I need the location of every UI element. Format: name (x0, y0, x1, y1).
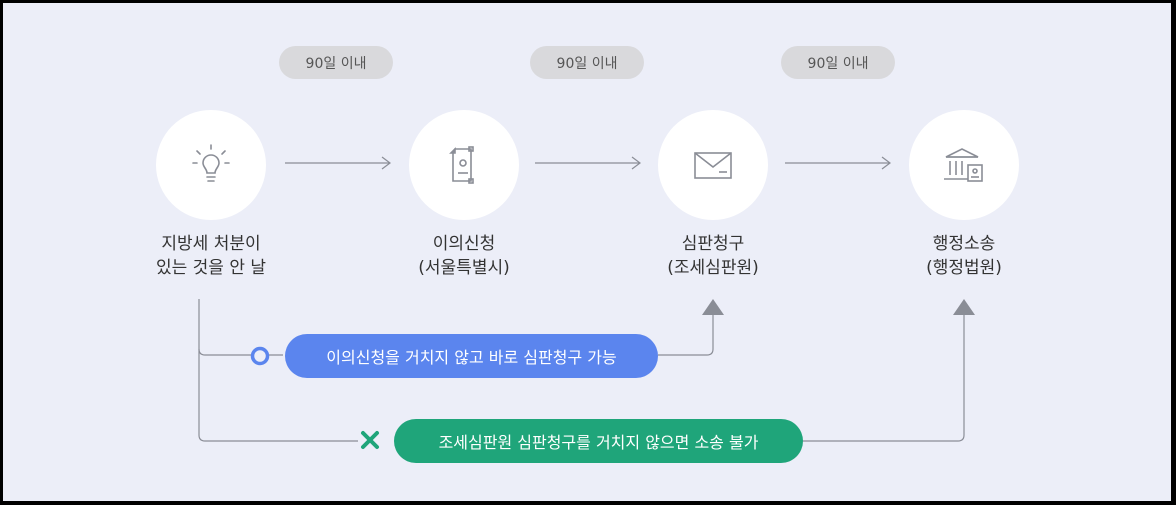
step-label: 이의신청 (서울특별시) (418, 234, 510, 278)
step-arrow (285, 156, 391, 170)
denied-x-icon (361, 431, 379, 449)
lightbulb-icon (192, 144, 230, 182)
envelope-icon (694, 152, 732, 179)
courthouse-icon (944, 148, 983, 182)
period-badge: 90일 이내 (530, 46, 644, 79)
period-badge: 90일 이내 (279, 46, 393, 79)
denied-path-arrowhead (953, 299, 975, 315)
denied-path-line (198, 313, 965, 442)
allowed-circle-icon (250, 346, 270, 366)
step-node-tribunal (658, 110, 768, 220)
connector-lines (198, 156, 975, 449)
step-node-lawsuit (909, 110, 1019, 220)
step-label: 지방세 처분이 있는 것을 안 날 (155, 234, 267, 278)
step-node-recognition (156, 110, 266, 220)
step-arrow (535, 156, 641, 170)
step-node-objection (409, 110, 519, 220)
denied-path-pill: 조세심판원 심판청구를 거치지 않으면 소송 불가 (394, 419, 803, 463)
document-icon (449, 146, 474, 184)
period-badge: 90일 이내 (781, 46, 895, 79)
allowed-path-pill: 이의신청을 거치지 않고 바로 심판청구 가능 (285, 334, 658, 378)
step-label: 심판청구 (조세심판원) (667, 234, 759, 278)
step-label: 행정소송 (행정법원) (926, 234, 1002, 278)
allowed-path-arrowhead (702, 299, 724, 315)
diagram-canvas: 90일 이내 90일 이내 90일 이내 지방세 처분이 있는 것을 안 날 (3, 3, 1171, 501)
step-arrow (785, 156, 891, 170)
